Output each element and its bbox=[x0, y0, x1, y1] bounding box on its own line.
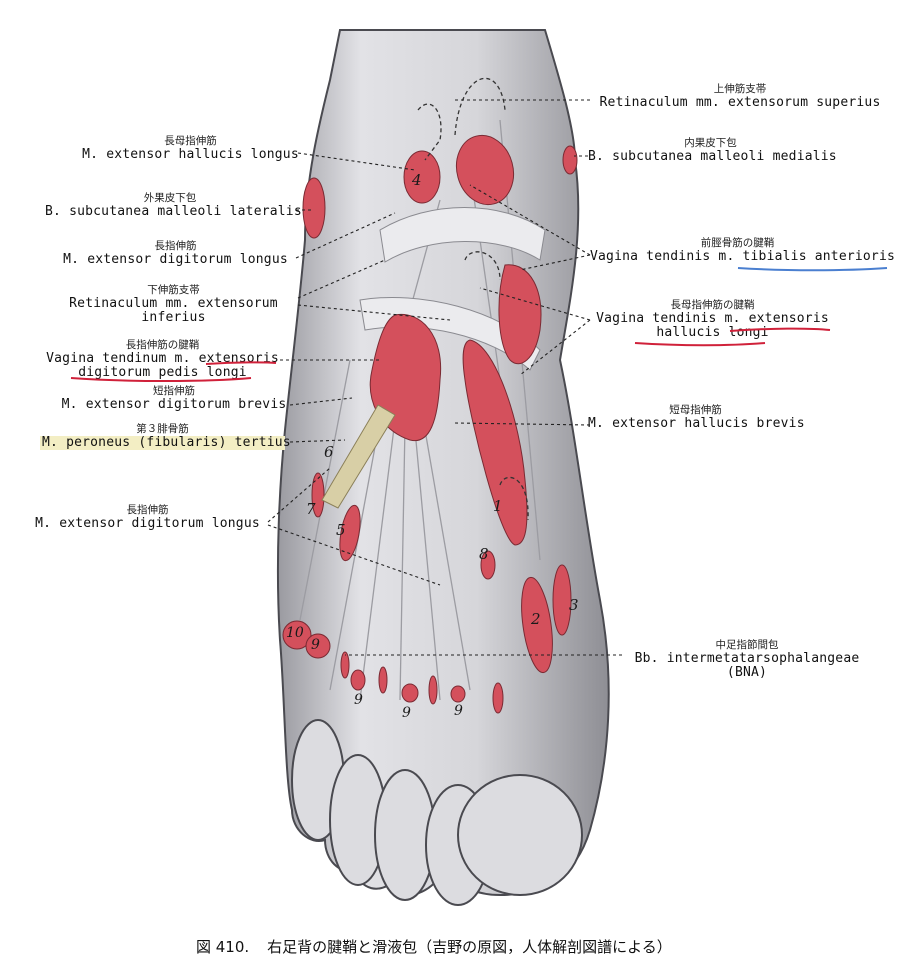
label-lat: M. peroneus (fibularis) tertius bbox=[40, 434, 291, 451]
label-vagina-tibialis-anterioris: 前脛骨筋の腱鞘 Vagina tendinis m. tibialis ante… bbox=[590, 237, 896, 264]
synovial-sheaths bbox=[282, 134, 578, 714]
peroneus-tertius-tendon bbox=[321, 404, 396, 509]
sheath-ext-hallucis-lower bbox=[462, 339, 528, 546]
label-lat-1: Vagina tendinum m. extensoris bbox=[46, 350, 279, 366]
num-1: 1 bbox=[493, 497, 503, 515]
label-lat-1: Vagina tendinis m. extensoris bbox=[596, 310, 829, 326]
label-ja: 外果皮下包 bbox=[143, 192, 197, 204]
bursa-2 bbox=[521, 576, 553, 674]
label-ja: 中足指節間包 bbox=[715, 639, 779, 651]
bursa-8 bbox=[480, 550, 496, 580]
num-3: 3 bbox=[569, 596, 579, 614]
bursa-malleoli-lateralis bbox=[302, 177, 326, 239]
bursa-7 bbox=[311, 472, 325, 518]
figure-number: 図 410. bbox=[196, 938, 250, 956]
label-lat: M. extensor digitorum brevis bbox=[61, 396, 287, 412]
label-lat: B. subcutanea malleoli medialis bbox=[588, 148, 837, 164]
toe-1 bbox=[457, 774, 583, 896]
label-lat: M. extensor digitorum longus bbox=[35, 515, 260, 531]
label-ja: 上伸筋支帯 bbox=[713, 83, 767, 95]
blue-underline bbox=[737, 267, 888, 272]
label-ja: 短母指伸筋 bbox=[669, 404, 722, 416]
label-ext-hallucis-longus: 長母指伸筋 M. extensor hallucis longus bbox=[78, 135, 303, 162]
figure-caption-text: 右足背の腱鞘と滑液包（吉野の原図，人体解剖図譜による） bbox=[267, 938, 672, 956]
bursa-mtp-4 bbox=[492, 682, 504, 714]
label-lat-2: digitorum pedis longi bbox=[78, 365, 247, 381]
label-ja: 長指伸筋 bbox=[126, 504, 169, 516]
num-2: 2 bbox=[531, 610, 541, 628]
bursa-9-c bbox=[401, 683, 419, 703]
figure-caption: 図 410. 右足背の腱鞘と滑液包（吉野の原図，人体解剖図譜による） bbox=[196, 936, 672, 957]
num-4: 4 bbox=[412, 171, 422, 189]
num-8: 8 bbox=[479, 545, 489, 563]
leader-lines bbox=[267, 99, 622, 656]
sheath-ext-hallucis-upper bbox=[403, 150, 441, 204]
label-ext-digitorum-longus-bottom: 長指伸筋 M. extensor digitorum longus bbox=[30, 504, 265, 531]
label-ja: 下伸筋支帯 bbox=[147, 284, 200, 296]
bursa-9-b bbox=[350, 669, 366, 691]
bursa-mtp-1 bbox=[340, 651, 350, 679]
label-retinaculum-superius: 上伸筋支帯 Retinaculum mm. extensorum superiu… bbox=[590, 83, 890, 110]
sheath-ext-digitorum bbox=[369, 313, 442, 442]
label-lat: M. extensor digitorum longus bbox=[63, 251, 288, 267]
label-ja: 前脛骨筋の腱鞘 bbox=[700, 237, 775, 249]
label-ja: 長母指伸筋 bbox=[164, 135, 217, 147]
label-lat: M. extensor hallucis brevis bbox=[588, 415, 805, 431]
num-9-b: 9 bbox=[354, 692, 363, 708]
num-9-d: 9 bbox=[454, 703, 463, 719]
label-ja: 短指伸筋 bbox=[153, 385, 195, 397]
label-bb-intermetatarso: 中足指節間包 Bb. intermetatarsophalangeae (BNA… bbox=[622, 639, 872, 681]
label-ext-digitorum-longus-top: 長指伸筋 M. extensor digitorum longus bbox=[58, 240, 293, 267]
label-peroneus-tertius: 第３腓骨筋 M. peroneus (fibularis) tertius bbox=[40, 423, 291, 451]
sheath-outlines bbox=[417, 77, 529, 521]
label-b-subcutanea-lateralis: 外果皮下包 B. subcutanea malleoli lateralis bbox=[45, 192, 302, 219]
label-ja: 長指伸筋 bbox=[154, 240, 197, 252]
label-lat: M. extensor hallucis longus bbox=[82, 146, 299, 162]
bursa-10 bbox=[282, 620, 312, 650]
label-ext-hallucis-brevis: 短母指伸筋 M. extensor hallucis brevis bbox=[588, 404, 805, 431]
label-lat-2: (BNA) bbox=[726, 665, 768, 681]
bursa-9-d bbox=[450, 685, 466, 703]
num-6: 6 bbox=[324, 443, 334, 461]
label-lat-1: Retinaculum mm. extensorum bbox=[69, 295, 278, 311]
num-7: 7 bbox=[306, 500, 316, 518]
bursa-mtp-3 bbox=[428, 675, 438, 705]
label-lat: Vagina tendinis m. tibialis anterioris bbox=[590, 248, 896, 264]
num-10: 10 bbox=[286, 625, 304, 641]
bursa-malleoli-medialis bbox=[562, 145, 578, 175]
label-ja: 第３腓骨筋 bbox=[136, 423, 189, 435]
label-ja: 長指伸筋の腱鞘 bbox=[125, 339, 200, 351]
label-ja: 長母指伸筋の腱鞘 bbox=[670, 299, 755, 311]
label-lat-1: Bb. intermetatarsophalangeae bbox=[634, 650, 860, 666]
label-lat-2: inferius bbox=[141, 310, 206, 326]
sheath-tibialis-anterior-lower bbox=[498, 264, 542, 365]
red-underline-right bbox=[634, 327, 831, 347]
bursa-3 bbox=[552, 564, 572, 636]
label-ja: 内果皮下包 bbox=[684, 137, 737, 149]
label-lat: Retinaculum mm. extensorum superius bbox=[599, 94, 881, 110]
num-5: 5 bbox=[336, 521, 346, 539]
label-vagina-ext-digitorum: 長指伸筋の腱鞘 Vagina tendinum m. extensoris di… bbox=[40, 339, 285, 381]
num-9-c: 9 bbox=[402, 705, 411, 721]
label-ext-digitorum-brevis: 短指伸筋 M. extensor digitorum brevis bbox=[58, 385, 290, 412]
red-underline-left bbox=[70, 361, 277, 382]
label-lat: B. subcutanea malleoli lateralis bbox=[45, 203, 302, 219]
num-9-a: 9 bbox=[311, 637, 320, 653]
bursa-9-a bbox=[305, 633, 331, 659]
bursa-mtp-2 bbox=[378, 666, 388, 694]
sheath-tibialis-anterior-upper bbox=[455, 134, 515, 206]
label-b-subcutanea-medialis: 内果皮下包 B. subcutanea malleoli medialis bbox=[588, 137, 837, 164]
label-retinaculum-inferius: 下伸筋支帯 Retinaculum mm. extensorum inferiu… bbox=[56, 284, 291, 326]
bursa-5 bbox=[339, 504, 361, 562]
